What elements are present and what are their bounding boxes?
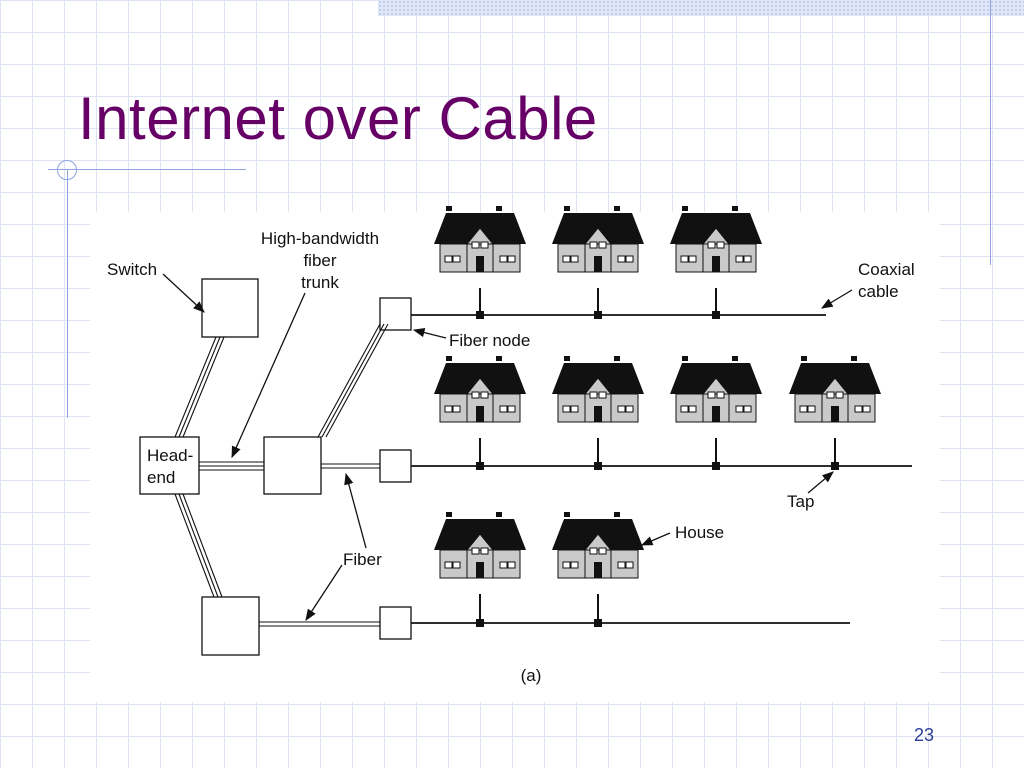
tap bbox=[594, 311, 602, 319]
house bbox=[551, 205, 645, 319]
crosshair-ornament bbox=[57, 160, 77, 180]
fiber-node-middle bbox=[379, 449, 412, 483]
house bbox=[669, 205, 763, 319]
houses-row-1 bbox=[433, 205, 763, 319]
label-trunk-3: trunk bbox=[301, 273, 339, 292]
decorative-line-left bbox=[67, 170, 68, 418]
tap bbox=[476, 311, 484, 319]
switch-bottom bbox=[201, 596, 260, 656]
house bbox=[433, 355, 527, 470]
slide-title: Internet over Cable bbox=[78, 85, 598, 152]
tap bbox=[594, 462, 602, 470]
tap bbox=[594, 619, 602, 627]
house bbox=[669, 355, 763, 470]
label-coax-1: Coaxial bbox=[858, 260, 915, 279]
decorative-line-right bbox=[990, 0, 991, 265]
label-fiber-node: Fiber node bbox=[449, 331, 530, 350]
houses-row-3 bbox=[433, 511, 645, 627]
label-headend-1: Head- bbox=[147, 446, 193, 465]
fiber-node-top bbox=[379, 297, 412, 331]
fiber-node-bottom bbox=[379, 606, 412, 640]
tap bbox=[712, 311, 720, 319]
callout-arrows bbox=[162, 273, 853, 621]
label-headend-2: end bbox=[147, 468, 175, 487]
house bbox=[433, 205, 527, 319]
tap bbox=[712, 462, 720, 470]
label-trunk-2: fiber bbox=[303, 251, 336, 270]
label-house: House bbox=[675, 523, 724, 542]
fiber-lines bbox=[174, 323, 389, 627]
house bbox=[551, 511, 645, 627]
label-fiber: Fiber bbox=[343, 550, 382, 569]
house bbox=[788, 355, 882, 470]
label-trunk-1: High-bandwidth bbox=[261, 229, 379, 248]
header-band bbox=[378, 0, 1024, 16]
figure-caption: (a) bbox=[521, 666, 542, 685]
title-underline bbox=[48, 169, 246, 170]
headend-box bbox=[139, 436, 200, 495]
house bbox=[433, 511, 527, 627]
house bbox=[551, 355, 645, 470]
label-coax-2: cable bbox=[858, 282, 899, 301]
switch-middle bbox=[263, 436, 322, 495]
houses-row-2 bbox=[433, 355, 882, 470]
tap bbox=[476, 462, 484, 470]
label-switch: Switch bbox=[107, 260, 157, 279]
tap bbox=[831, 462, 839, 470]
page-number: 23 bbox=[914, 725, 935, 745]
label-tap: Tap bbox=[787, 492, 814, 511]
boxes bbox=[139, 278, 412, 656]
switch-top bbox=[201, 278, 259, 338]
tap bbox=[476, 619, 484, 627]
